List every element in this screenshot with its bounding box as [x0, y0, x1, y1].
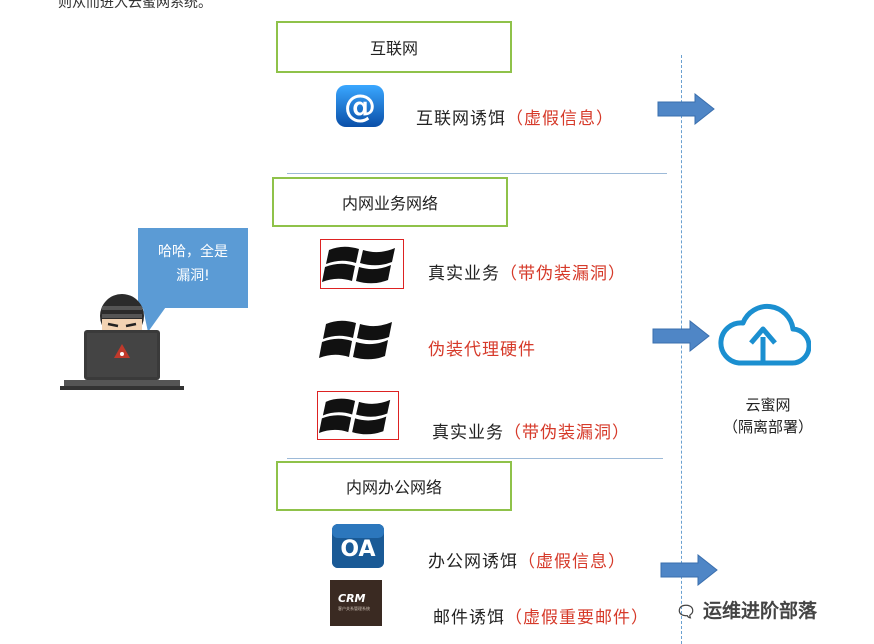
- windows-logo-icon: [317, 391, 399, 440]
- arrow-right-icon: [660, 553, 718, 590]
- row-tag: （带伪装漏洞）: [504, 423, 630, 443]
- hacker-icon: [56, 286, 186, 396]
- svg-text:OA: OA: [340, 537, 375, 562]
- speech-line-1: 哈哈，全是: [158, 244, 228, 260]
- row-office-lure: 办公网诱饵（虚假信息）: [428, 547, 626, 572]
- separator-line: [287, 173, 667, 174]
- speech-bubble-tail: [138, 304, 178, 338]
- row-real-service-1: 真实业务（带伪装漏洞）: [428, 259, 626, 284]
- row-mail-lure: 邮件诱饵（虚假重要邮件）: [433, 603, 649, 628]
- chat-bubble-icon: 🗨: [676, 602, 697, 621]
- crm-app-icon: CRM 客户关系管理系统: [330, 580, 382, 626]
- row-label: 邮件诱饵: [433, 608, 505, 628]
- top-cut-text: 则从而进入云蜜网系统。: [58, 0, 212, 11]
- row-label: 办公网诱饵: [428, 552, 518, 572]
- cloud-label-subtitle: （隔离部署）: [722, 418, 813, 436]
- row-tag: （带伪装漏洞）: [500, 264, 626, 284]
- watermark: 🗨 运维进阶部落: [676, 596, 817, 623]
- speech-bubble: 哈哈，全是 漏洞!: [138, 228, 248, 308]
- speech-line-2: 漏洞!: [176, 268, 210, 284]
- row-label: 真实业务: [428, 264, 500, 284]
- row-tag: （虚假重要邮件）: [505, 608, 649, 628]
- section-intranet-office: 内网办公网络: [276, 461, 512, 511]
- cloud-label-title: 云蜜网: [745, 396, 791, 414]
- row-label: 真实业务: [432, 423, 504, 443]
- section-intranet-business: 内网业务网络: [272, 177, 508, 227]
- row-tag: （虚假信息）: [518, 552, 626, 572]
- at-sign-icon: @: [334, 84, 386, 128]
- crm-icon-subtitle: 客户关系管理系统: [338, 606, 370, 611]
- windows-logo-icon: [320, 239, 404, 289]
- row-label: 互联网诱饵: [416, 109, 506, 129]
- row-proxy-hardware: 伪装代理硬件: [428, 340, 536, 360]
- arrow-right-icon: [657, 92, 715, 129]
- crm-icon-title: CRM: [338, 592, 366, 605]
- watermark-text: 运维进阶部落: [702, 600, 817, 622]
- section-internet: 互联网: [276, 21, 512, 73]
- arrow-right-icon: [652, 319, 710, 356]
- oa-app-icon: OA: [332, 524, 384, 568]
- row-tag: （虚假信息）: [506, 109, 614, 129]
- cloud-label: 云蜜网 （隔离部署）: [720, 394, 816, 438]
- cloud-upload-icon: [715, 303, 812, 369]
- divider-dashed-line: [681, 55, 682, 644]
- row-internet-lure: 互联网诱饵（虚假信息）: [416, 104, 614, 129]
- windows-logo-icon: [318, 316, 400, 364]
- separator-line: [287, 458, 663, 459]
- row-real-service-2: 真实业务（带伪装漏洞）: [432, 418, 630, 443]
- svg-text:@: @: [344, 87, 376, 125]
